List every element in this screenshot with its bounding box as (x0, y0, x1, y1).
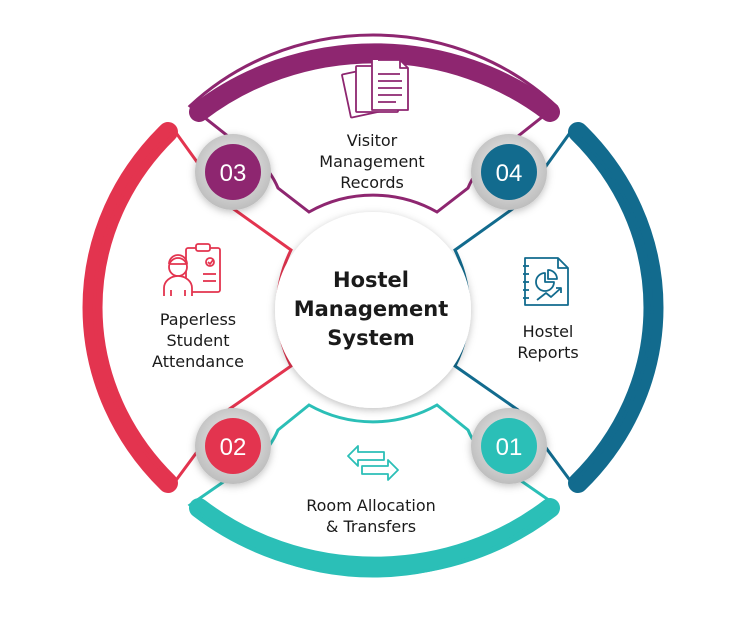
documents-icon (341, 59, 409, 119)
outer-band-left (82, 122, 178, 493)
outer-band-top (189, 43, 560, 122)
center-title: Hostel Management System (293, 268, 449, 350)
badge-02-number: 02 (220, 434, 247, 461)
segment-label-visitor: Visitor Management Records (319, 131, 425, 192)
badge-01: 01 (471, 408, 547, 484)
outer-band-right (568, 122, 664, 493)
badge-03-number: 03 (220, 160, 247, 187)
badge-03: 03 (195, 134, 271, 210)
student-attendance-icon (163, 243, 221, 296)
segment-label-attendance: Paperless Student Attendance (152, 310, 244, 371)
outer-band-bottom (189, 498, 560, 577)
badge-04-number: 04 (496, 160, 523, 187)
badge-02: 02 (195, 408, 271, 484)
center-circle (275, 212, 471, 408)
report-chart-icon (523, 257, 569, 306)
segment-label-room: Room Allocation & Transfers (306, 496, 436, 536)
transfer-arrows-icon (347, 445, 399, 481)
segment-label-reports: Hostel Reports (517, 322, 579, 362)
badge-04: 04 (471, 134, 547, 210)
badge-01-number: 01 (496, 434, 523, 461)
